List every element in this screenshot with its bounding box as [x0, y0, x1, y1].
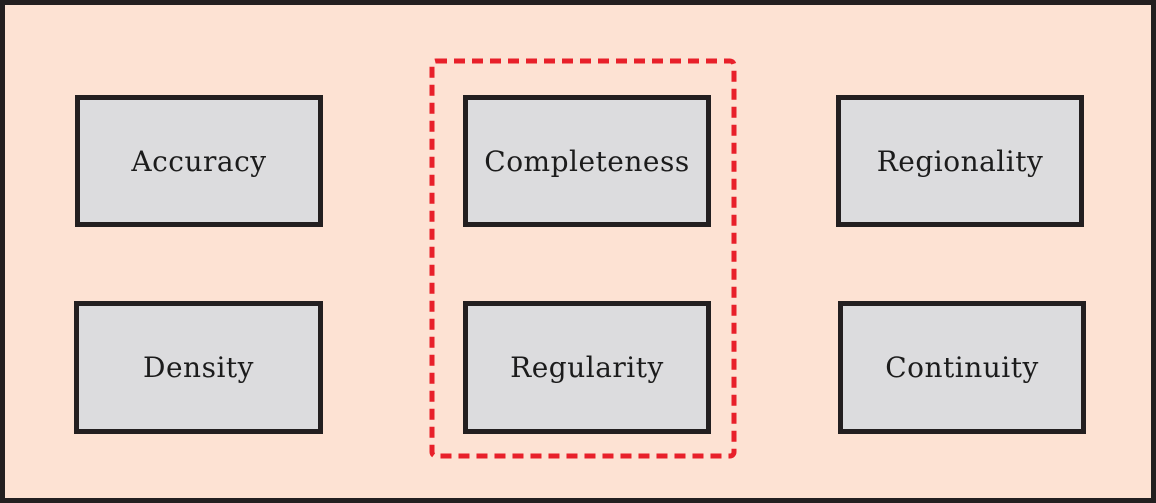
regularity-label: Regularity — [510, 351, 664, 384]
density-label: Density — [143, 351, 254, 384]
regionality-label: Regionality — [876, 144, 1044, 178]
accuracy-label: Accuracy — [131, 144, 267, 178]
continuity-label: Continuity — [885, 351, 1039, 384]
continuity-box: Continuity — [838, 301, 1086, 434]
density-box: Density — [74, 301, 323, 434]
regionality-box: Regionality — [836, 95, 1084, 227]
regularity-box: Regularity — [463, 301, 711, 434]
completeness-label: Completeness — [484, 144, 690, 178]
completeness-box: Completeness — [463, 95, 711, 227]
highlight-dashed-outline — [429, 58, 737, 459]
accuracy-box: Accuracy — [75, 95, 323, 227]
